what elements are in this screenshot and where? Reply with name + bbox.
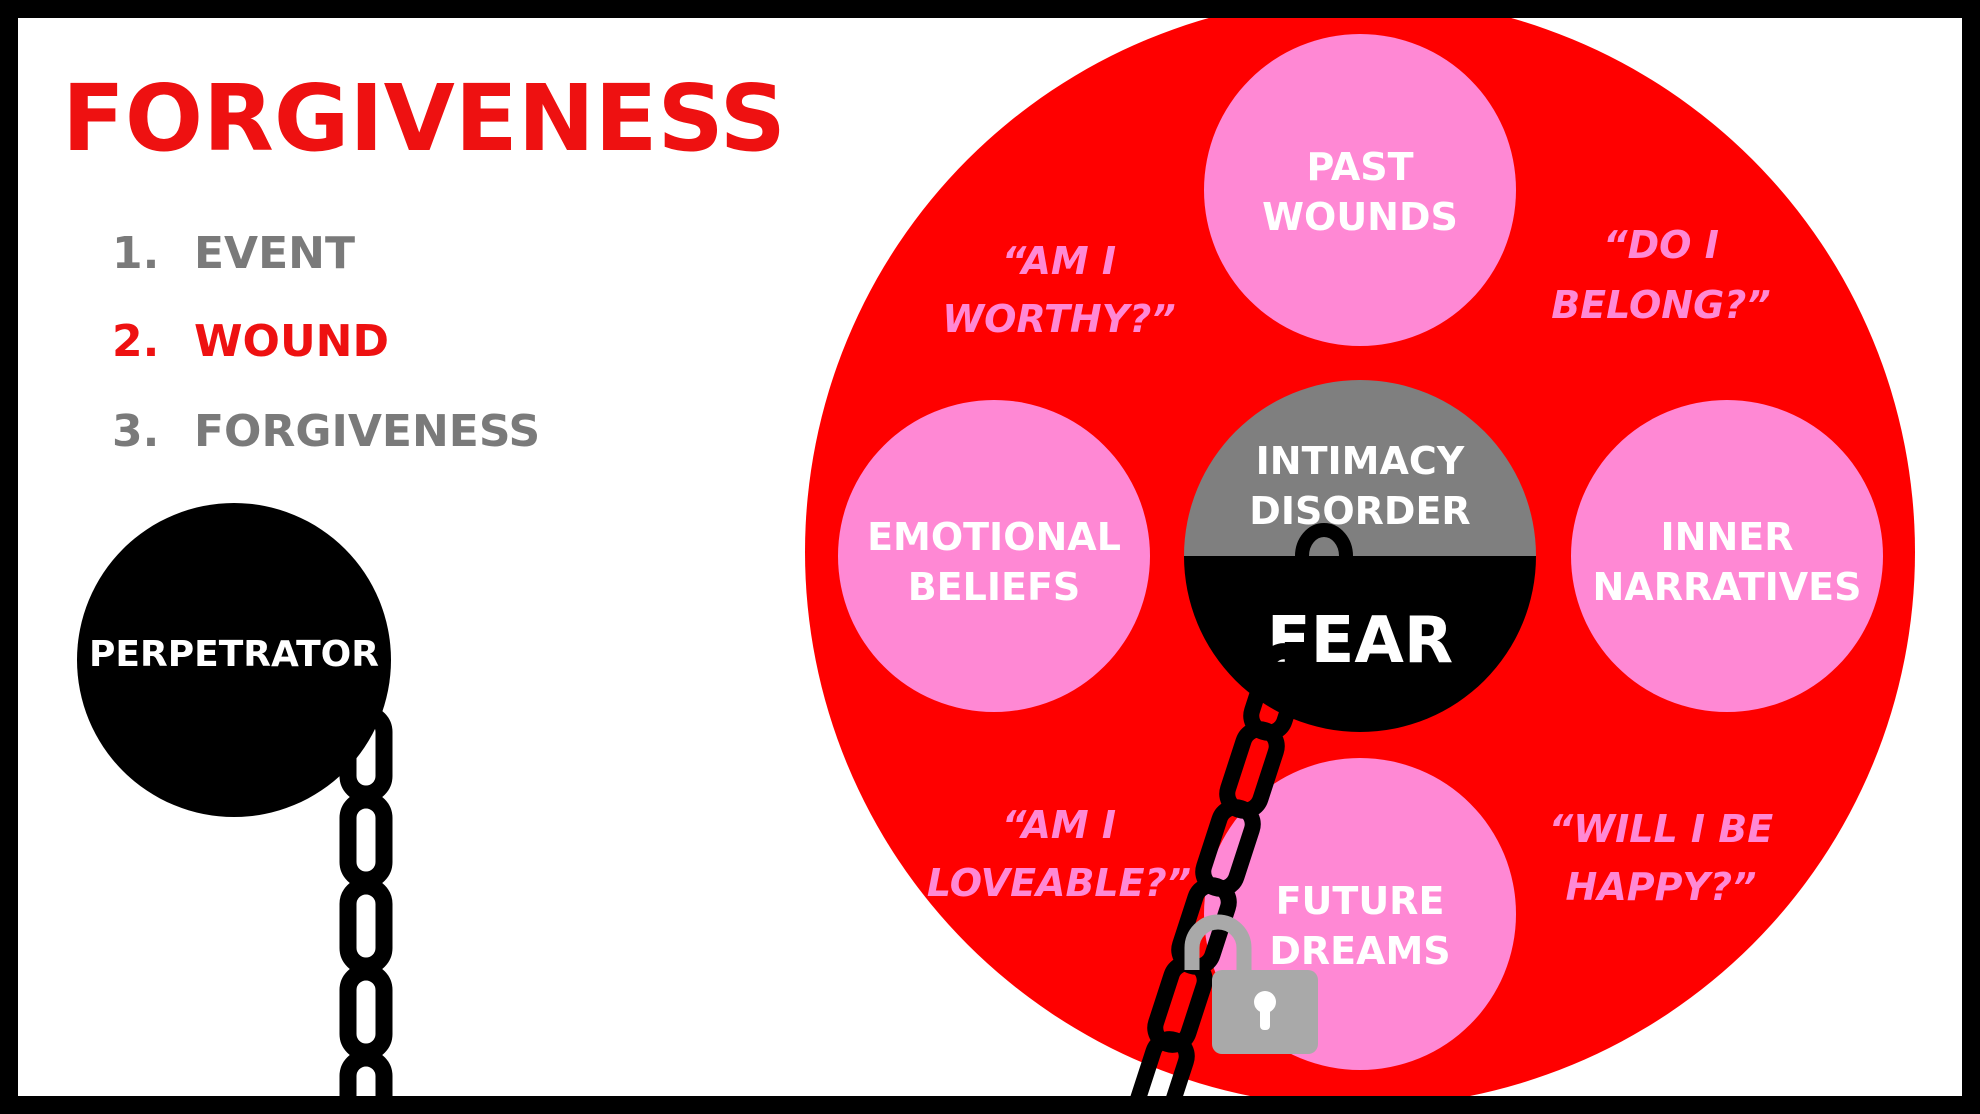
past-wounds-label-line1: PAST [1306, 145, 1413, 189]
step-3-label: FORGIVENESS [194, 406, 540, 457]
question-belong-line2: BELONG?” [1551, 283, 1771, 327]
question-happy-line2: HAPPY?” [1566, 865, 1757, 909]
question-worthy-line2: WORTHY?” [942, 297, 1176, 341]
step-2-number: 2. [112, 316, 159, 367]
chain-icon [1129, 643, 1309, 1096]
question-worthy-line1: “AM I [1002, 239, 1116, 283]
slide-title: FORGIVENESS [62, 65, 786, 172]
question-loveable-line1: “AM I [1002, 803, 1116, 847]
future-dreams-label-line1: FUTURE [1276, 879, 1445, 923]
past-wounds-label-line2: WOUNDS [1262, 195, 1458, 239]
perpetrator-label: PERPETRATOR [89, 634, 379, 675]
padlock-icon [1184, 914, 1318, 1054]
future-dreams-label-line2: DREAMS [1269, 929, 1450, 973]
step-3-number: 3. [112, 406, 159, 457]
steps-list: 1. EVENT 2. WOUND 3. FORGIVENESS [112, 228, 540, 457]
question-happy-line1: “WILL I BE [1549, 807, 1774, 851]
step-2-label: WOUND [194, 316, 389, 367]
inner-narratives-label-line1: INNER [1661, 515, 1794, 559]
intimacy-label-line2: DISORDER [1249, 489, 1470, 533]
question-loveable-line2: LOVEABLE?” [927, 861, 1191, 905]
intimacy-label-line1: INTIMACY [1256, 439, 1465, 483]
emotional-beliefs-label-line2: BELIEFS [908, 565, 1081, 609]
inner-narratives-label-line2: NARRATIVES [1593, 565, 1862, 609]
perpetrator-ball [77, 503, 391, 817]
question-belong-line1: “DO I [1603, 223, 1719, 267]
questions: “AM I WORTHY?” “DO I BELONG?” “AM I LOVE… [927, 223, 1773, 909]
intimacy-disorder-half [1184, 380, 1536, 556]
step-1-number: 1. [112, 228, 159, 279]
emotional-beliefs-label-line1: EMOTIONAL [867, 515, 1121, 559]
ring-handle [1295, 523, 1353, 589]
step-1-label: EVENT [194, 228, 355, 279]
fear-half [1184, 556, 1536, 732]
past-wounds-circle [1204, 34, 1516, 346]
chain-icon [339, 705, 393, 1096]
inner-narratives-circle [1571, 400, 1883, 712]
emotional-beliefs-circle [838, 400, 1150, 712]
